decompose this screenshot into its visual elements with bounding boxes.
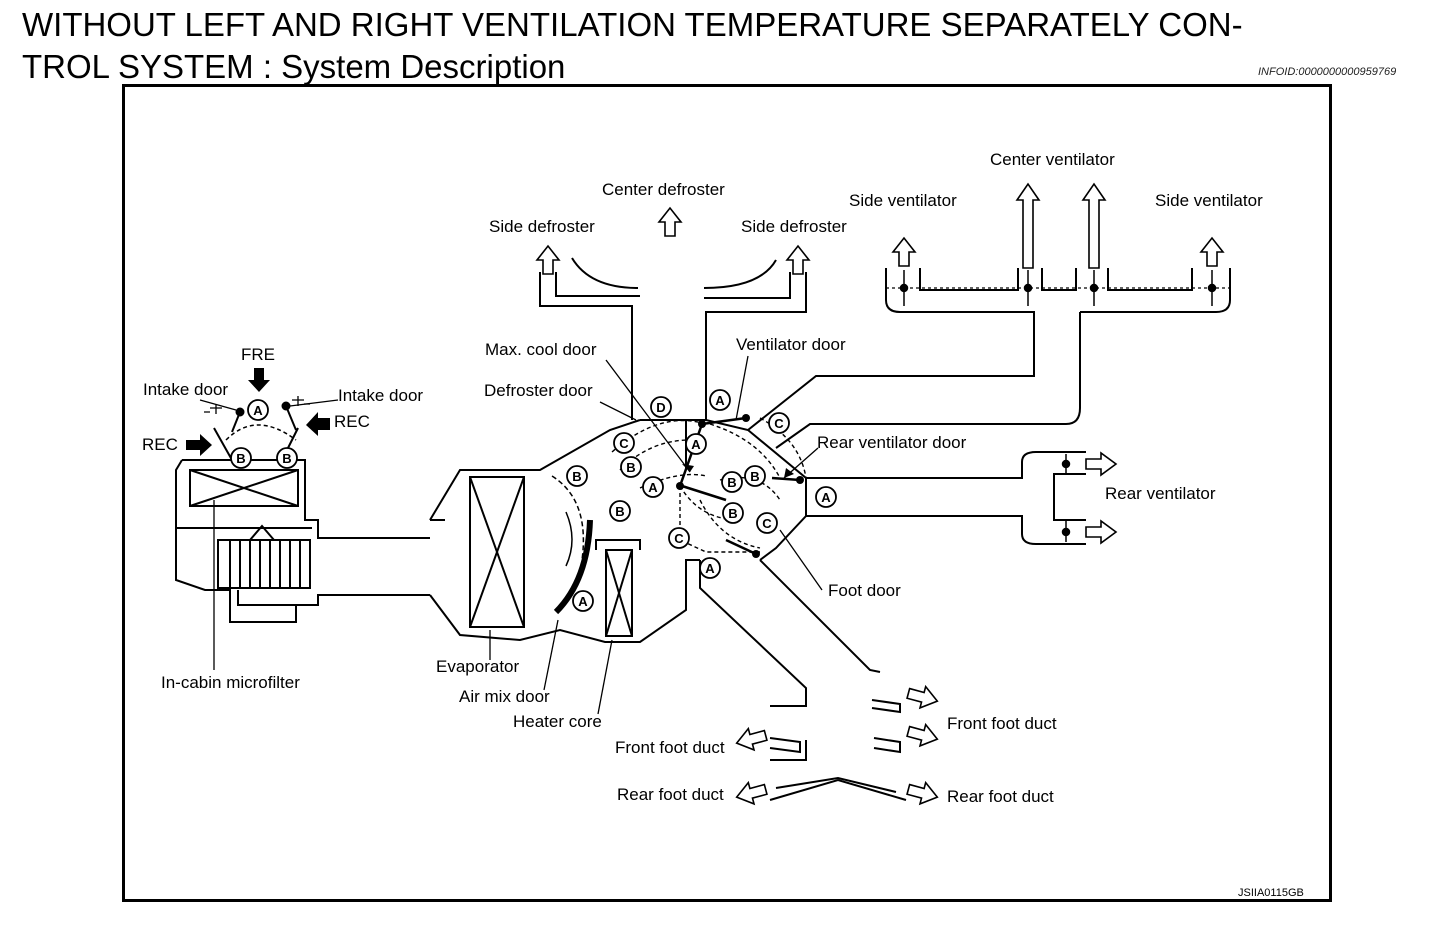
air-mix-swing-arc (551, 475, 585, 561)
rear-ventilator-duct (806, 451, 1086, 545)
label-center-defroster: Center defroster (602, 180, 725, 199)
title-line-2: TROL SYSTEM : System Description (22, 48, 566, 85)
leader-arrowhead-rear-vent (784, 468, 794, 478)
label-rear-ventilator: Rear ventilator (1105, 484, 1216, 503)
air-mix-curved-arrow (565, 511, 573, 567)
label-ventilator-door: Ventilator door (736, 335, 846, 354)
label-intake-door-left: Intake door (143, 380, 228, 399)
title-line-1: WITHOUT LEFT AND RIGHT VENTILATION TEMPE… (22, 6, 1243, 43)
label-rear-foot-duct-right: Rear foot duct (947, 787, 1054, 806)
label-side-ventilator-right: Side ventilator (1155, 191, 1263, 210)
letter-a: A (578, 594, 588, 609)
air-mix-door (553, 519, 593, 615)
label-rear-foot-duct-left: Rear foot duct (617, 785, 724, 804)
foot-ducts (699, 559, 907, 801)
label-center-ventilator: Center ventilator (990, 150, 1115, 169)
page-title: WITHOUT LEFT AND RIGHT VENTILATION TEMPE… (22, 4, 1442, 88)
mode-door-chamber (640, 419, 807, 561)
label-max-cool-door: Max. cool door (485, 340, 597, 359)
label-in-cabin-microfilter: In-cabin microfilter (161, 673, 300, 692)
label-rec-left: REC (142, 435, 178, 454)
letter-a: A (648, 480, 658, 495)
letter-b: B (728, 506, 737, 521)
letter-d: D (656, 400, 665, 415)
info-id: INFOID:0000000000959769 (1258, 66, 1397, 78)
label-side-defroster-left: Side defroster (489, 217, 595, 236)
letter-a: A (691, 437, 701, 452)
intake-door-leader-left (199, 399, 237, 411)
door-position-markers (230, 389, 837, 612)
diagram-labels: Center defroster Side defroster Side def… (142, 150, 1304, 899)
letter-c: C (674, 531, 684, 546)
figure-code: JSIIA0115GB (1238, 887, 1304, 899)
intake-door-leader-right (289, 399, 339, 407)
label-side-ventilator-left: Side ventilator (849, 191, 957, 210)
letter-b: B (236, 451, 245, 466)
label-heater-core: Heater core (513, 712, 602, 731)
letter-b: B (626, 460, 635, 475)
letter-b: B (727, 475, 736, 490)
letter-b: B (282, 451, 291, 466)
foot-duct-outlets (769, 699, 901, 754)
leader-arrowhead-max-cool (682, 464, 694, 472)
letter-b: B (750, 469, 759, 484)
label-rear-ventilator-door: Rear ventilator door (817, 433, 967, 452)
door-position-letters: A B B B B A D A C A B A C B B B C C A A (236, 393, 831, 609)
diagram-frame (122, 84, 1332, 902)
ventilator-ducts (747, 268, 1231, 449)
letter-b: B (615, 504, 624, 519)
rear-ventilator-pivots (1061, 454, 1071, 542)
door-swing-arcs (611, 417, 807, 553)
letter-a: A (821, 490, 831, 505)
letter-a: A (715, 393, 725, 408)
label-air-mix-door: Air mix door (459, 687, 550, 706)
defroster-ducts (539, 257, 807, 420)
blower-unit (175, 427, 445, 623)
letter-c: C (619, 436, 629, 451)
label-fre: FRE (241, 345, 275, 364)
rec-arrow-right (306, 412, 330, 436)
door-pivots (676, 414, 804, 558)
label-foot-door: Foot door (828, 581, 901, 600)
label-defroster-door: Defroster door (484, 381, 593, 400)
letter-c: C (762, 516, 772, 531)
label-front-foot-duct-right: Front foot duct (947, 714, 1057, 733)
letter-a: A (253, 403, 263, 418)
label-rec-right: REC (334, 412, 370, 431)
ventilator-pivots (899, 270, 1217, 306)
label-side-defroster-right: Side defroster (741, 217, 847, 236)
fre-arrow (248, 368, 270, 392)
letter-a: A (705, 561, 715, 576)
letter-b: B (572, 469, 581, 484)
unit-case (429, 419, 700, 643)
label-evaporator: Evaporator (436, 657, 519, 676)
intake-doors (204, 396, 310, 441)
letter-c: C (774, 416, 784, 431)
rec-arrow-left (186, 434, 212, 456)
label-front-foot-duct-left: Front foot duct (615, 738, 725, 757)
label-intake-door-right: Intake door (338, 386, 423, 405)
leader-lines (213, 355, 823, 715)
